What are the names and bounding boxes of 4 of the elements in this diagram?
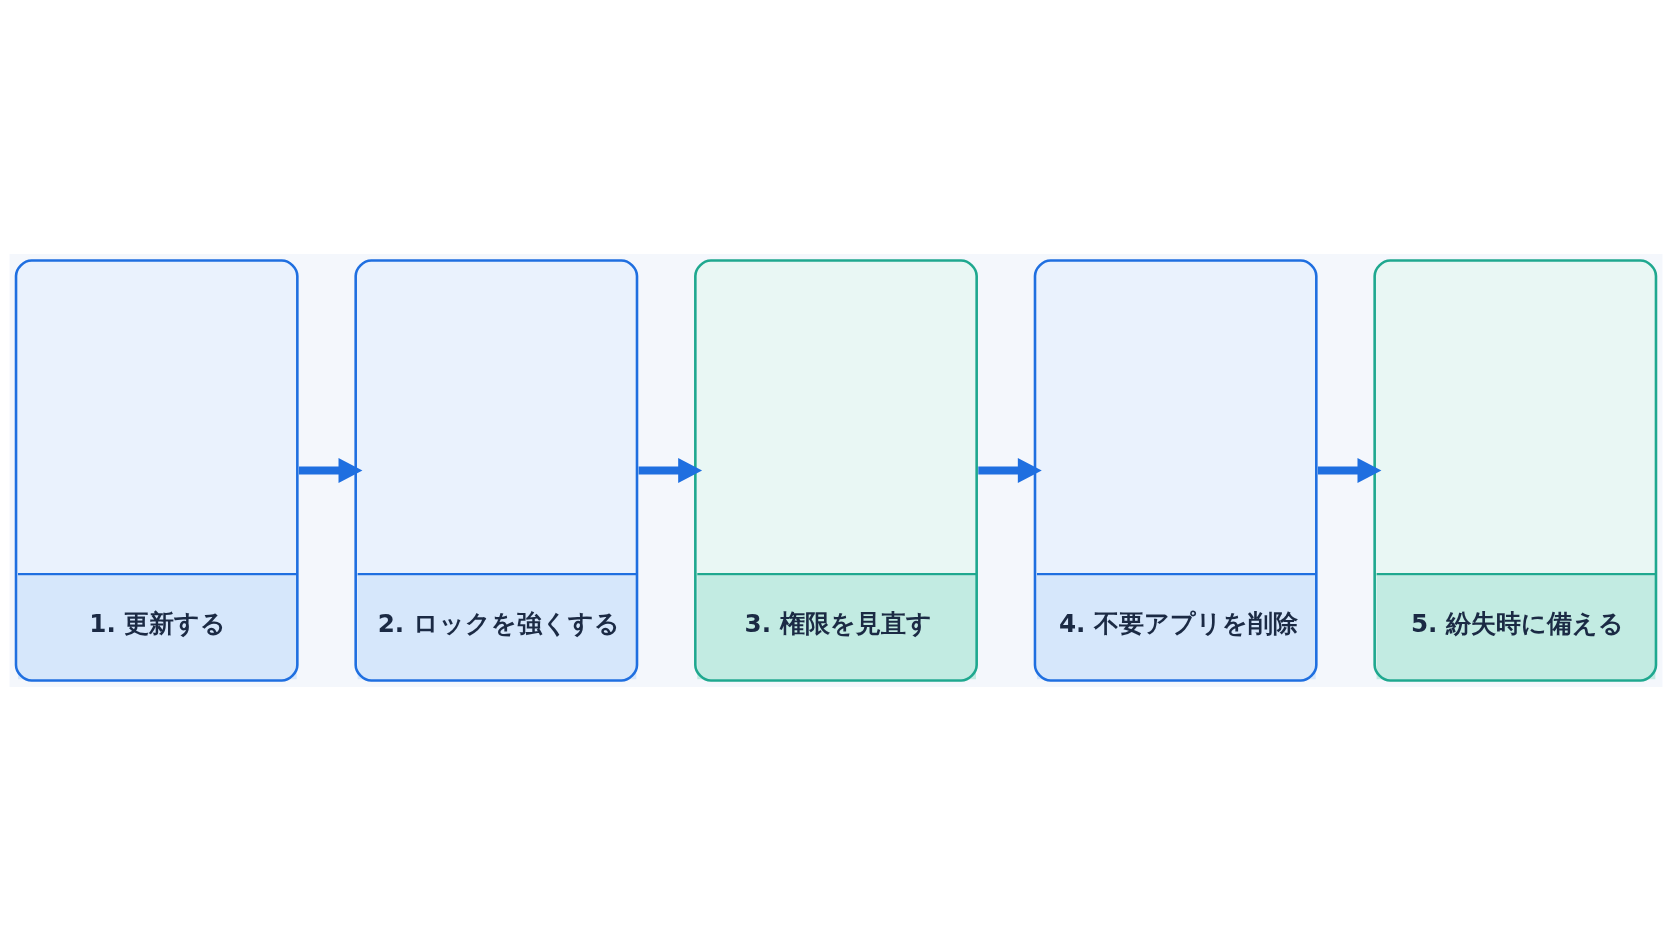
arrow (638, 457, 703, 484)
arrow (299, 457, 363, 484)
arrow (1317, 457, 1382, 484)
arrow (978, 457, 1042, 484)
